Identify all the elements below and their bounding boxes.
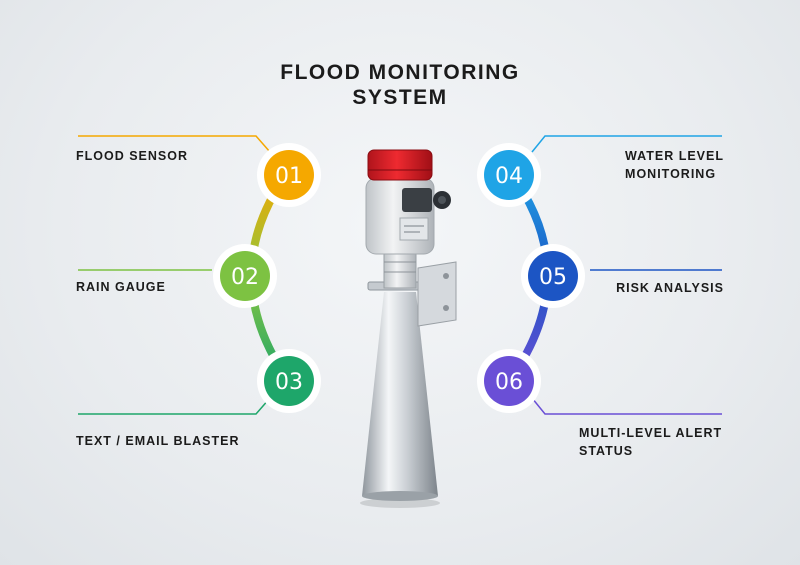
label-text-email-blaster: TEXT / EMAIL BLASTER (76, 434, 240, 448)
badge-05: 05 (521, 244, 585, 308)
svg-text:04: 04 (495, 164, 523, 189)
leader-line-04 (531, 135, 722, 153)
badge-03: 03 (257, 349, 321, 413)
label-flood-sensor: FLOOD SENSOR (76, 149, 189, 163)
svg-text:02: 02 (231, 265, 259, 290)
label-rain-gauge: RAIN GAUGE (76, 280, 166, 294)
title-line-1: FLOOD MONITORING (280, 61, 520, 84)
leader-line-06 (531, 397, 722, 415)
badge-01: 01 (257, 143, 321, 207)
badge-02: 02 (213, 244, 277, 308)
svg-text:03: 03 (275, 370, 303, 395)
svg-text:06: 06 (495, 370, 523, 395)
svg-text:01: 01 (275, 164, 303, 189)
label-multi-level-alert-status: MULTI-LEVEL ALERT STATUS (579, 426, 723, 458)
leader-line-03 (78, 397, 271, 415)
svg-text:05: 05 (539, 265, 567, 290)
diagram-title: FLOOD MONITORING SYSTEM (0, 60, 800, 110)
badge-04: 04 (477, 143, 541, 207)
title-line-2: SYSTEM (352, 86, 448, 109)
label-risk-analysis: RISK ANALYSIS (616, 281, 724, 295)
badge-06: 06 (477, 349, 541, 413)
label-water-level-monitoring: WATER LEVEL MONITORING (625, 149, 724, 181)
leader-line-01 (78, 135, 271, 153)
radar-sensor-illustration (360, 149, 457, 508)
